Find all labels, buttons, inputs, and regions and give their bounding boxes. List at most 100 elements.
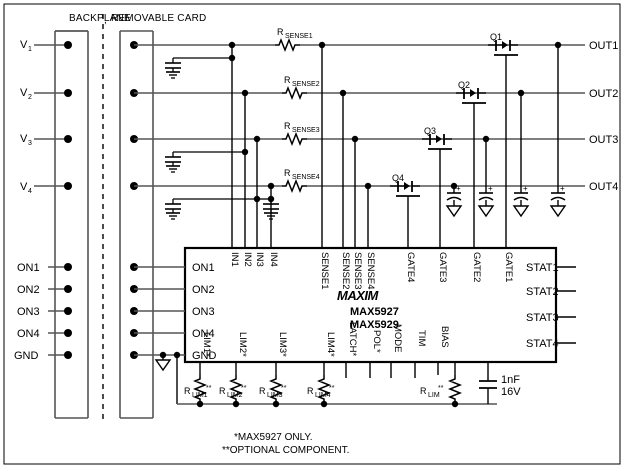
backplane-pin-on3: [64, 307, 72, 315]
output-cap-3: +: [477, 135, 495, 218]
label-out1: OUT1: [589, 40, 618, 52]
backplane-pin-on1: [64, 263, 72, 271]
rsense2-label: R: [284, 75, 291, 85]
header-backplane: BACKPLANE: [69, 13, 131, 24]
backplane-label-v2-sub: 2: [28, 94, 32, 101]
label-q1: Q1: [490, 32, 502, 42]
ic-pin-gate1: GATE1: [503, 252, 514, 282]
label-q4: Q4: [392, 173, 404, 183]
ic-pin-stat2: STAT2: [526, 286, 559, 298]
ic-pin-in4: IN4: [268, 252, 279, 267]
input-cap-3: [165, 198, 257, 220]
rsense1-label: R: [277, 27, 284, 37]
junction-in3-cap: [253, 195, 261, 203]
rlim4-label: R: [307, 386, 314, 396]
card-connector: [119, 31, 154, 418]
rlim1-stars: **: [206, 385, 212, 392]
maxim-logo: MAXIM: [337, 288, 380, 303]
ic-pin-sense4: SENSE4: [365, 252, 376, 290]
output-cap-4: +: [445, 182, 463, 218]
bias-cap-value: 1nF: [501, 374, 520, 386]
cap2-polarity: +: [523, 184, 528, 193]
label-out3: OUT3: [589, 134, 618, 146]
input-cap-2: [165, 151, 245, 173]
ic-pin-on4: ON4: [192, 328, 215, 340]
header-removable-card: REMOVABLE CARD: [111, 13, 206, 24]
ic-part-1: MAX5927: [350, 306, 399, 318]
ic-part-2: MAX5929: [350, 319, 399, 331]
ic-pin-in2: IN2: [242, 252, 253, 267]
junction-in2-cap: [241, 148, 249, 156]
ic-pin-lim2: LIM2*: [237, 332, 248, 357]
rsense3-label: R: [284, 121, 291, 131]
cap1-polarity: +: [560, 184, 565, 193]
ic-pin-gnd: GND: [192, 350, 217, 362]
backplane-pin-on4: [64, 329, 72, 337]
gnd-triangle-symbol: [154, 351, 172, 372]
rlim2-stars: **: [241, 385, 247, 392]
backplane-label-v1-sub: 1: [28, 46, 32, 53]
ic-pin-on3: ON3: [192, 306, 215, 318]
label-out4: OUT4: [589, 181, 618, 193]
ic-pin-stat3: STAT3: [526, 312, 559, 324]
ic-pin-lim3: LIM3*: [277, 332, 288, 357]
ic-pin-on1: ON1: [192, 262, 215, 274]
ic-pin-in3: IN3: [254, 252, 265, 267]
input-cap-1: [165, 57, 232, 79]
rsense3-symbol: [282, 131, 307, 147]
backplane-pin-v4: [64, 182, 72, 190]
footnote-2: **OPTIONAL COMPONENT.: [222, 445, 349, 456]
output-cap-2: +: [512, 89, 530, 218]
ic-pin-bias: BIAS: [439, 326, 450, 348]
junction-sense1: [318, 41, 326, 49]
rsense4-sub: SENSE4: [292, 174, 320, 181]
ic-pin-gate2: GATE2: [471, 252, 482, 282]
mosfet-q2: Q2: [456, 80, 486, 248]
ic-pin-gate3: GATE3: [437, 252, 448, 282]
ic-pin-sense1: SENSE1: [319, 252, 330, 290]
ic-pin-in1: IN1: [229, 252, 240, 267]
backplane-label-gnd: GND: [14, 350, 39, 362]
rsense4-label: R: [284, 168, 291, 178]
output-cap-1: +: [549, 41, 567, 218]
backplane-label-on1: ON1: [17, 262, 40, 274]
rsense2-symbol: [282, 85, 307, 101]
cap4-polarity: +: [456, 184, 461, 193]
rlim4: R LIM4 **: [307, 375, 335, 408]
rsense3-sub: SENSE3: [292, 127, 320, 134]
backplane-label-v3-sub: 3: [28, 140, 32, 147]
label-q2: Q2: [458, 80, 470, 90]
label-q3: Q3: [424, 126, 436, 136]
junction-in3: [253, 135, 261, 143]
backplane-pin-gnd: [64, 351, 72, 359]
rlim1-label: R: [184, 386, 191, 396]
backplane-label-v3: V: [20, 133, 28, 145]
maxim-logo-text: MAXIM: [337, 288, 380, 303]
backplane-pin-v3: [64, 135, 72, 143]
rlim2: R LIM2 **: [219, 375, 247, 408]
rlim3-stars: **: [281, 385, 287, 392]
cap3-polarity: +: [488, 184, 493, 193]
rlim-stars: **: [438, 385, 444, 392]
rlim3-label: R: [259, 386, 266, 396]
junction-in2: [241, 89, 249, 97]
backplane-label-v1: V: [20, 39, 28, 51]
rlim-sub: LIM: [428, 392, 440, 399]
figure-border: [3, 3, 621, 465]
rsense2-sub: SENSE2: [292, 81, 320, 88]
rlim-bias: R LIM **: [420, 375, 463, 408]
ic-pin-pol: POL*: [371, 330, 382, 353]
ic-pin-on2: ON2: [192, 284, 215, 296]
ic-pin-gate4: GATE4: [405, 252, 416, 282]
label-out2: OUT2: [589, 88, 618, 100]
mosfet-q4: Q4: [390, 173, 420, 248]
backplane-pin-v2: [64, 89, 72, 97]
ic-pin-stat1: STAT1: [526, 262, 559, 274]
junction-in1-cap: [228, 54, 236, 62]
rlim-label: R: [420, 386, 427, 396]
backplane-pin-on2: [64, 285, 72, 293]
backplane-label-on4: ON4: [17, 328, 40, 340]
ic-body: [183, 246, 558, 364]
backplane-pin-v1: [64, 41, 72, 49]
